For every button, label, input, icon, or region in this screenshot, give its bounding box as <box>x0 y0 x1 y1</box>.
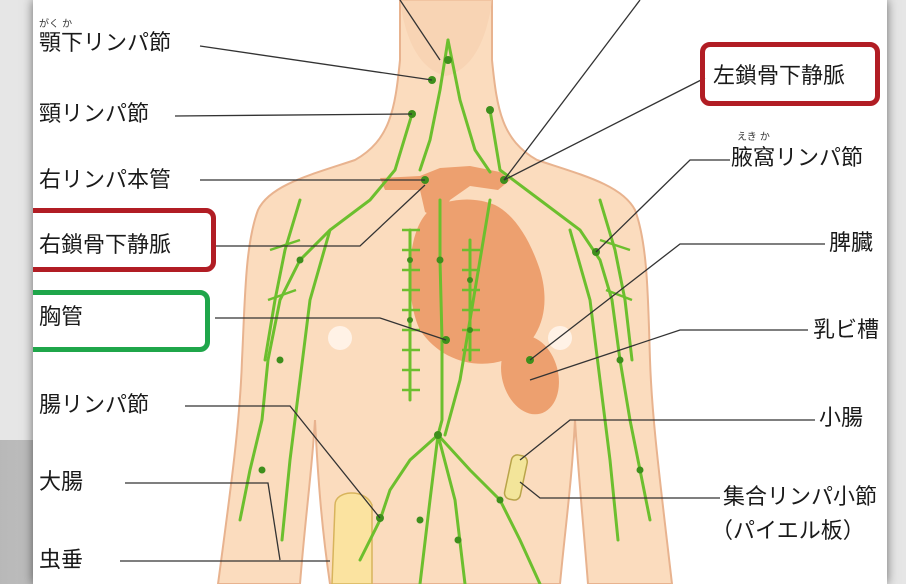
diagram-card: がく か 顎下リンパ節 頸リンパ節 右リンパ本管 右鎖骨下静脈 胸管 腸リンパ節… <box>33 0 887 584</box>
submandibular-ruby: がく か <box>39 20 72 30</box>
large-intestine-organ <box>332 493 372 584</box>
label-spleen: 脾臓 <box>829 233 873 255</box>
highlight-box-thoracic-duct <box>33 290 210 352</box>
label-cisterna-chyli: 乳ビ槽 <box>813 320 879 342</box>
right-breast <box>328 326 352 350</box>
label-peyer-line2: （パイエル板） <box>711 521 865 543</box>
label-intestinal-lymph-node: 腸リンパ節 <box>39 395 149 417</box>
label-submandibular-lymph-node: 顎下リンパ節 <box>39 33 171 55</box>
label-cervical-lymph-node: 頸リンパ節 <box>39 104 149 126</box>
highlight-box-right-subclavian <box>33 208 216 272</box>
label-right-lymphatic-duct: 右リンパ本管 <box>39 170 171 192</box>
label-small-intestine: 小腸 <box>819 408 863 430</box>
highlight-box-left-subclavian <box>700 42 880 106</box>
label-peyer-line1: 集合リンパ小節 <box>723 487 877 509</box>
label-axillary-lymph-node: 腋窩リンパ節 <box>731 148 863 170</box>
label-large-intestine: 大腸 <box>39 472 83 494</box>
label-appendix: 虫垂 <box>39 550 83 572</box>
axillary-ruby: えき か <box>737 133 770 143</box>
